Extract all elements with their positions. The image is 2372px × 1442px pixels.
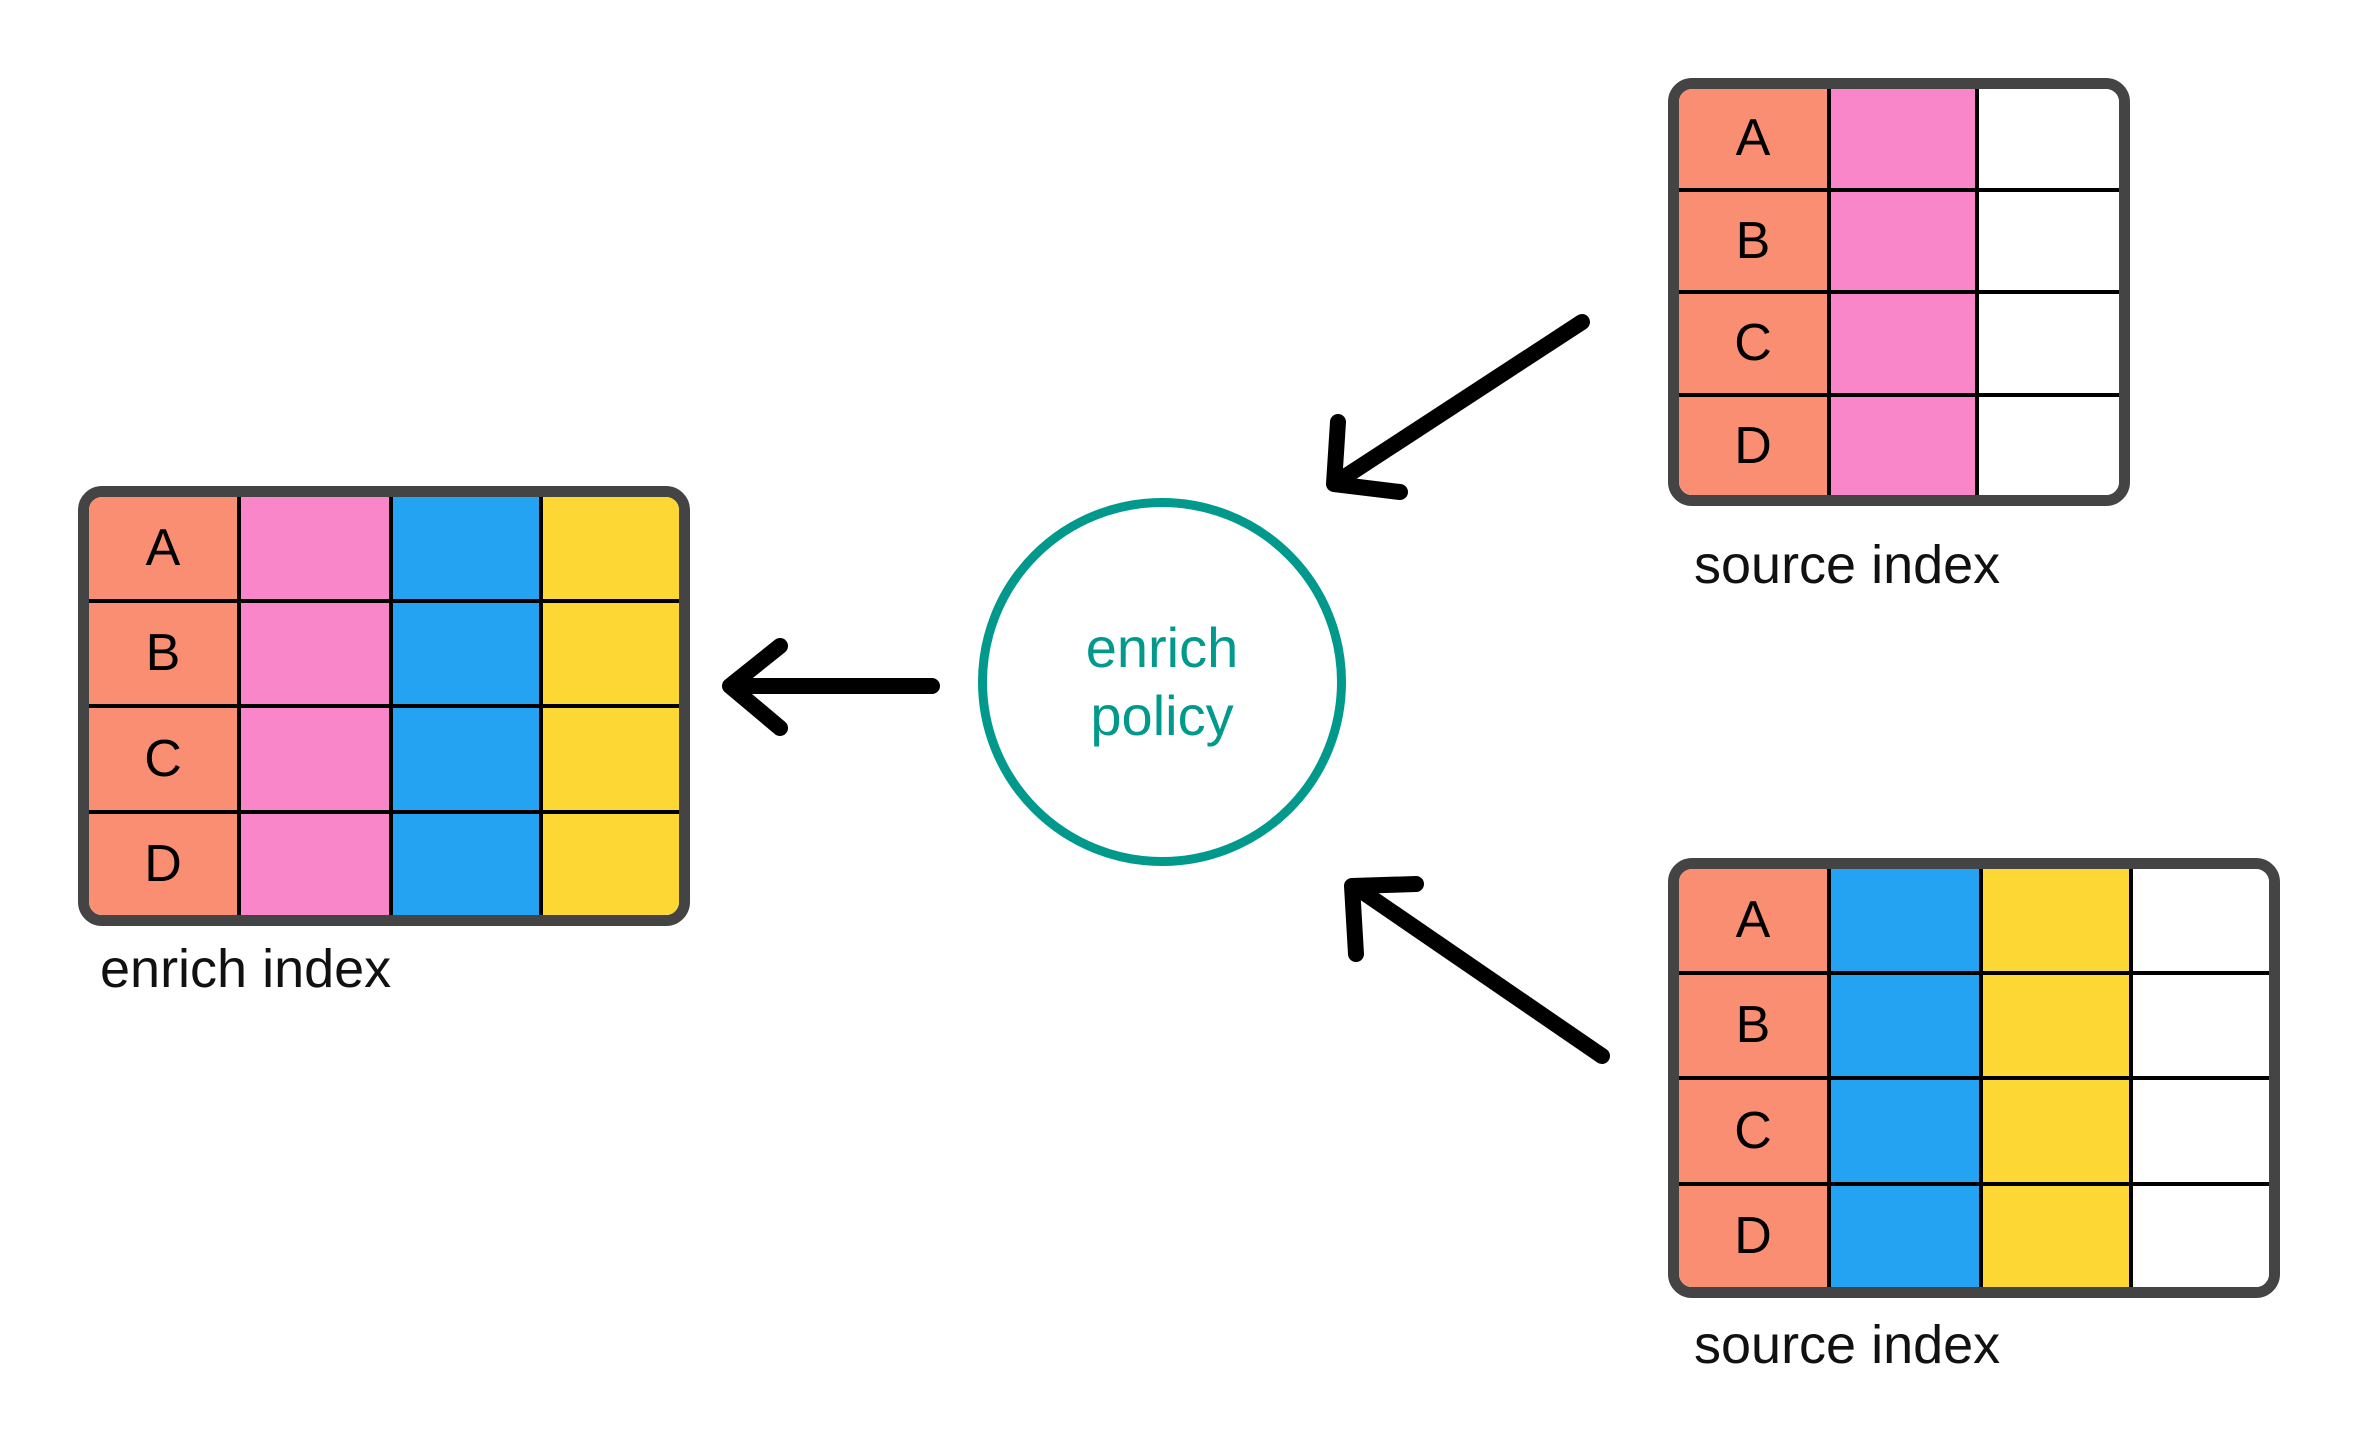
row-key-label: C	[1734, 1101, 1772, 1160]
table-cell-value	[543, 708, 679, 810]
row-key-label: A	[145, 518, 181, 577]
row-key-label: B	[1735, 211, 1771, 270]
table-cell-value	[241, 813, 393, 915]
source-index-caption-bottom: source index	[1694, 1315, 2001, 1375]
table-cell-key: D	[1679, 396, 1831, 495]
table-cell-empty	[2133, 1185, 2269, 1287]
row-key-label: C	[1734, 314, 1772, 373]
table-cell-value	[1831, 974, 1983, 1076]
table-row: B	[89, 602, 679, 708]
table-row: C	[89, 708, 679, 814]
table-row: D	[1679, 1185, 2269, 1287]
row-key-label: D	[1734, 1207, 1772, 1266]
table-row: C	[1679, 294, 2119, 397]
table-cell-value	[543, 602, 679, 704]
row-key-label: C	[144, 729, 182, 788]
table-cell-value	[1983, 1185, 2133, 1287]
row-key-label: A	[1735, 109, 1771, 168]
table-cell-value	[1831, 869, 1983, 971]
table-cell-value	[1983, 1080, 2133, 1182]
source-index-caption-top: source index	[1694, 535, 2001, 595]
table-cell-key: B	[89, 602, 241, 704]
table-cell-key: D	[1679, 1185, 1831, 1287]
table-cell-value	[1983, 869, 2133, 971]
table-cell-key: D	[89, 813, 241, 915]
enrich-policy-label-line1: enrich	[1085, 615, 1239, 679]
table-cell-key: C	[89, 708, 241, 810]
table-cell-value	[393, 813, 543, 915]
row-key-label: A	[1735, 890, 1771, 949]
arrow-source-bottom-to-policy-icon	[1344, 876, 1610, 1064]
row-key-label: D	[1734, 416, 1772, 475]
table-cell-value	[1831, 1185, 1983, 1287]
arrow-policy-to-enrich-index-icon	[722, 638, 940, 736]
source-index-table-top: A B C D	[1668, 78, 2130, 506]
table-row: D	[89, 813, 679, 915]
table-cell-empty	[2133, 1080, 2269, 1182]
enrich-policy-circle: enrich policy	[978, 498, 1346, 866]
table-row: B	[1679, 974, 2269, 1080]
table-cell-empty	[1979, 294, 2119, 393]
enrich-policy-label-line2: policy	[1090, 684, 1234, 747]
table-cell-value	[1983, 974, 2133, 1076]
source-index-table-bottom: A B C D	[1668, 858, 2280, 1298]
table-cell-value	[241, 602, 393, 704]
table-cell-empty	[2133, 869, 2269, 971]
row-key-label: B	[145, 624, 181, 683]
table-cell-empty	[1979, 89, 2119, 188]
table-cell-value	[1831, 191, 1979, 290]
row-key-label: D	[144, 835, 182, 894]
table-cell-empty	[2133, 974, 2269, 1076]
table-cell-empty	[1979, 396, 2119, 495]
table-cell-value	[1831, 89, 1979, 188]
enrich-index-caption: enrich index	[100, 939, 392, 999]
table-row: A	[1679, 869, 2269, 975]
table-row: B	[1679, 191, 2119, 294]
arrow-source-top-to-policy-icon	[1326, 314, 1590, 500]
table-cell-empty	[1979, 191, 2119, 290]
enrich-index-table: A B C D	[78, 486, 690, 926]
table-cell-value	[393, 708, 543, 810]
table-cell-key: A	[1679, 89, 1831, 188]
table-row: C	[1679, 1080, 2269, 1186]
table-cell-key: A	[89, 497, 241, 599]
table-row: A	[1679, 89, 2119, 192]
table-cell-value	[543, 497, 679, 599]
table-cell-key: C	[1679, 294, 1831, 393]
row-key-label: B	[1735, 996, 1771, 1055]
table-cell-value	[241, 497, 393, 599]
table-cell-key: B	[1679, 191, 1831, 290]
table-cell-key: C	[1679, 1080, 1831, 1182]
table-cell-value	[1831, 294, 1979, 393]
table-cell-value	[1831, 1080, 1983, 1182]
table-cell-value	[393, 497, 543, 599]
table-cell-value	[543, 813, 679, 915]
table-cell-key: B	[1679, 974, 1831, 1076]
table-row: A	[89, 497, 679, 603]
table-cell-value	[393, 602, 543, 704]
table-cell-value	[241, 708, 393, 810]
table-cell-key: A	[1679, 869, 1831, 971]
table-cell-value	[1831, 396, 1979, 495]
table-row: D	[1679, 396, 2119, 495]
